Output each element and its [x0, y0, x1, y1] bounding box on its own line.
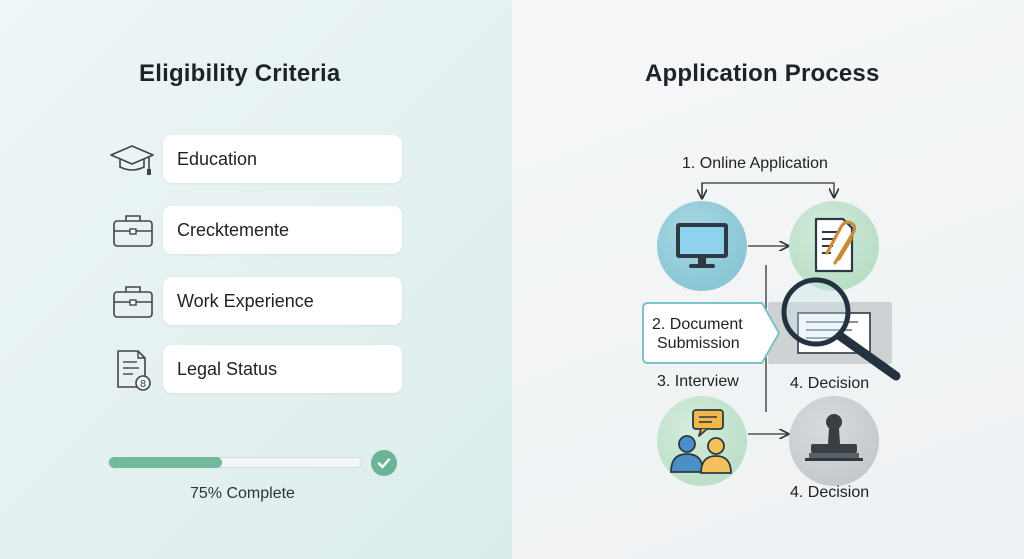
criterion-card-work-experience: Work Experience: [163, 277, 402, 325]
rubber-stamp-icon: [805, 414, 863, 461]
computer-monitor-icon: [676, 223, 728, 268]
step-online-application: 1. Online Application: [682, 155, 828, 172]
interview-people-icon: [670, 409, 732, 474]
step-document-submission: 2. Document Submission: [652, 316, 743, 352]
process-panel: [512, 0, 1024, 559]
decision-step-circle: [789, 396, 879, 486]
criterion-card-crecktemente: Crecktemente: [163, 206, 402, 254]
criterion-label: Education: [177, 148, 258, 169]
document-submission-callout: [642, 302, 780, 364]
criterion-card-education: Education: [163, 135, 402, 183]
criterion-label: Crecktemente: [177, 219, 290, 240]
document-badge-icon: 8: [117, 350, 151, 391]
step-decision-lower: 4. Decision: [790, 484, 870, 501]
eligibility-panel: Eligibility Criteria 8 Education Creckte…: [0, 0, 512, 559]
graduation-cap-icon: [110, 145, 154, 175]
step-interview: 3. Interview: [657, 373, 739, 390]
progress-label: 75% Complete: [190, 485, 295, 502]
computer-step-circle: [657, 201, 747, 291]
progress-fill: [109, 457, 222, 468]
step-decision-upper: 4. Decision: [790, 375, 870, 392]
criterion-label: Work Experience: [177, 290, 314, 311]
process-title: Application Process: [645, 60, 880, 87]
briefcase-icon: [113, 286, 153, 318]
criterion-label: Legal Status: [177, 358, 278, 379]
criterion-card-legal-status: Legal Status: [163, 345, 402, 393]
document-paperclip-icon: [814, 217, 857, 273]
eligibility-title: Eligibility Criteria: [139, 60, 341, 87]
progress-bar: [108, 457, 362, 468]
document-step-circle: [789, 201, 879, 291]
checkmark-icon: [371, 450, 397, 476]
briefcase-icon: [113, 215, 153, 247]
interview-step-circle: [657, 396, 747, 486]
svg-text:8: 8: [140, 379, 146, 390]
